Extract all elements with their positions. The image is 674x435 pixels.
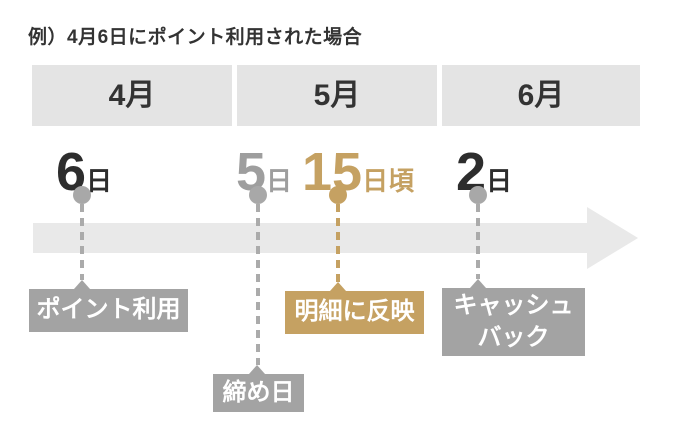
month-header-may: 5月 bbox=[237, 65, 437, 126]
date-day-unit: 日 bbox=[266, 166, 293, 196]
dashed-connector-cashback-day bbox=[476, 204, 480, 279]
date-day-unit: 日 bbox=[486, 166, 513, 196]
pointer-notch-closing-day bbox=[249, 365, 265, 374]
event-label-statement-day: 明細に反映 bbox=[285, 291, 424, 334]
event-label-cashback: キャッシュバック bbox=[442, 288, 585, 356]
dashed-connector-statement-day bbox=[336, 204, 340, 282]
timeline-arrow-head-icon bbox=[587, 207, 638, 269]
date-day-unit: 日頃 bbox=[362, 166, 415, 196]
month-header-june: 6月 bbox=[442, 65, 640, 126]
pointer-notch-statement-day bbox=[330, 282, 346, 291]
event-label-point-use: ポイント利用 bbox=[29, 289, 188, 332]
timeline-arrow-shaft bbox=[33, 223, 587, 253]
timeline-dot-closing-day bbox=[249, 186, 267, 204]
month-header-april: 4月 bbox=[32, 65, 232, 126]
date-day-unit: 日 bbox=[86, 166, 113, 196]
date-label-point-use: 6 日 bbox=[56, 145, 112, 199]
pointer-notch-point-use bbox=[74, 280, 90, 289]
dashed-connector-point-use bbox=[80, 204, 84, 280]
timeline-dot-point-use bbox=[73, 186, 91, 204]
timeline-dot-statement-day bbox=[329, 186, 347, 204]
dashed-connector-closing-day bbox=[256, 204, 260, 365]
event-label-closing-day: 締め日 bbox=[213, 374, 304, 412]
date-label-statement-day: 15 日頃 bbox=[302, 145, 414, 199]
timeline-dot-cashback-day bbox=[469, 186, 487, 204]
diagram-title: 例）4月6日にポイント利用された場合 bbox=[28, 27, 363, 48]
pointer-notch-cashback-day bbox=[470, 279, 486, 288]
